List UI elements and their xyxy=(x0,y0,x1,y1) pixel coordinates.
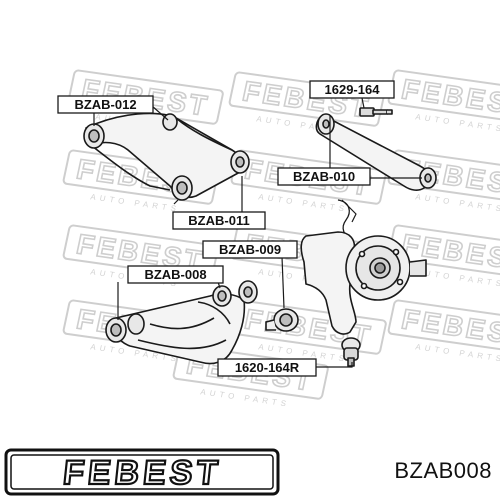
callout-bzab-012: BZAB-012 xyxy=(57,95,154,114)
callout-bzab-008: BZAB-008 xyxy=(127,265,224,284)
febest-logo: FEBEST xyxy=(4,448,280,496)
callout-label-bzab-008: BZAB-008 xyxy=(144,267,206,282)
logo-text: FEBEST xyxy=(61,454,223,492)
part-number: BZAB008 xyxy=(394,458,492,483)
callout-1629-164: 1629-164 xyxy=(309,80,395,99)
callout-bzab-009: BZAB-009 xyxy=(202,240,298,259)
callout-bzab-011: BZAB-011 xyxy=(172,211,266,230)
lower-control-arm xyxy=(105,280,258,365)
callout-label-bzab-010: BZAB-010 xyxy=(293,169,355,184)
callout-label-bzab-009: BZAB-009 xyxy=(219,242,281,257)
callout-bzab-010: BZAB-010 xyxy=(277,167,371,186)
leader-lines xyxy=(93,97,422,368)
callout-1620-164r: 1620-164R xyxy=(217,358,317,377)
steering-knuckle xyxy=(300,199,427,367)
callout-label-1620-164r: 1620-164R xyxy=(235,360,300,375)
callout-label-bzab-012: BZAB-012 xyxy=(74,97,136,112)
bushing-bzab-009 xyxy=(265,308,299,332)
callout-label-bzab-011: BZAB-011 xyxy=(188,213,249,228)
callout-label-1629-164: 1629-164 xyxy=(325,82,381,97)
